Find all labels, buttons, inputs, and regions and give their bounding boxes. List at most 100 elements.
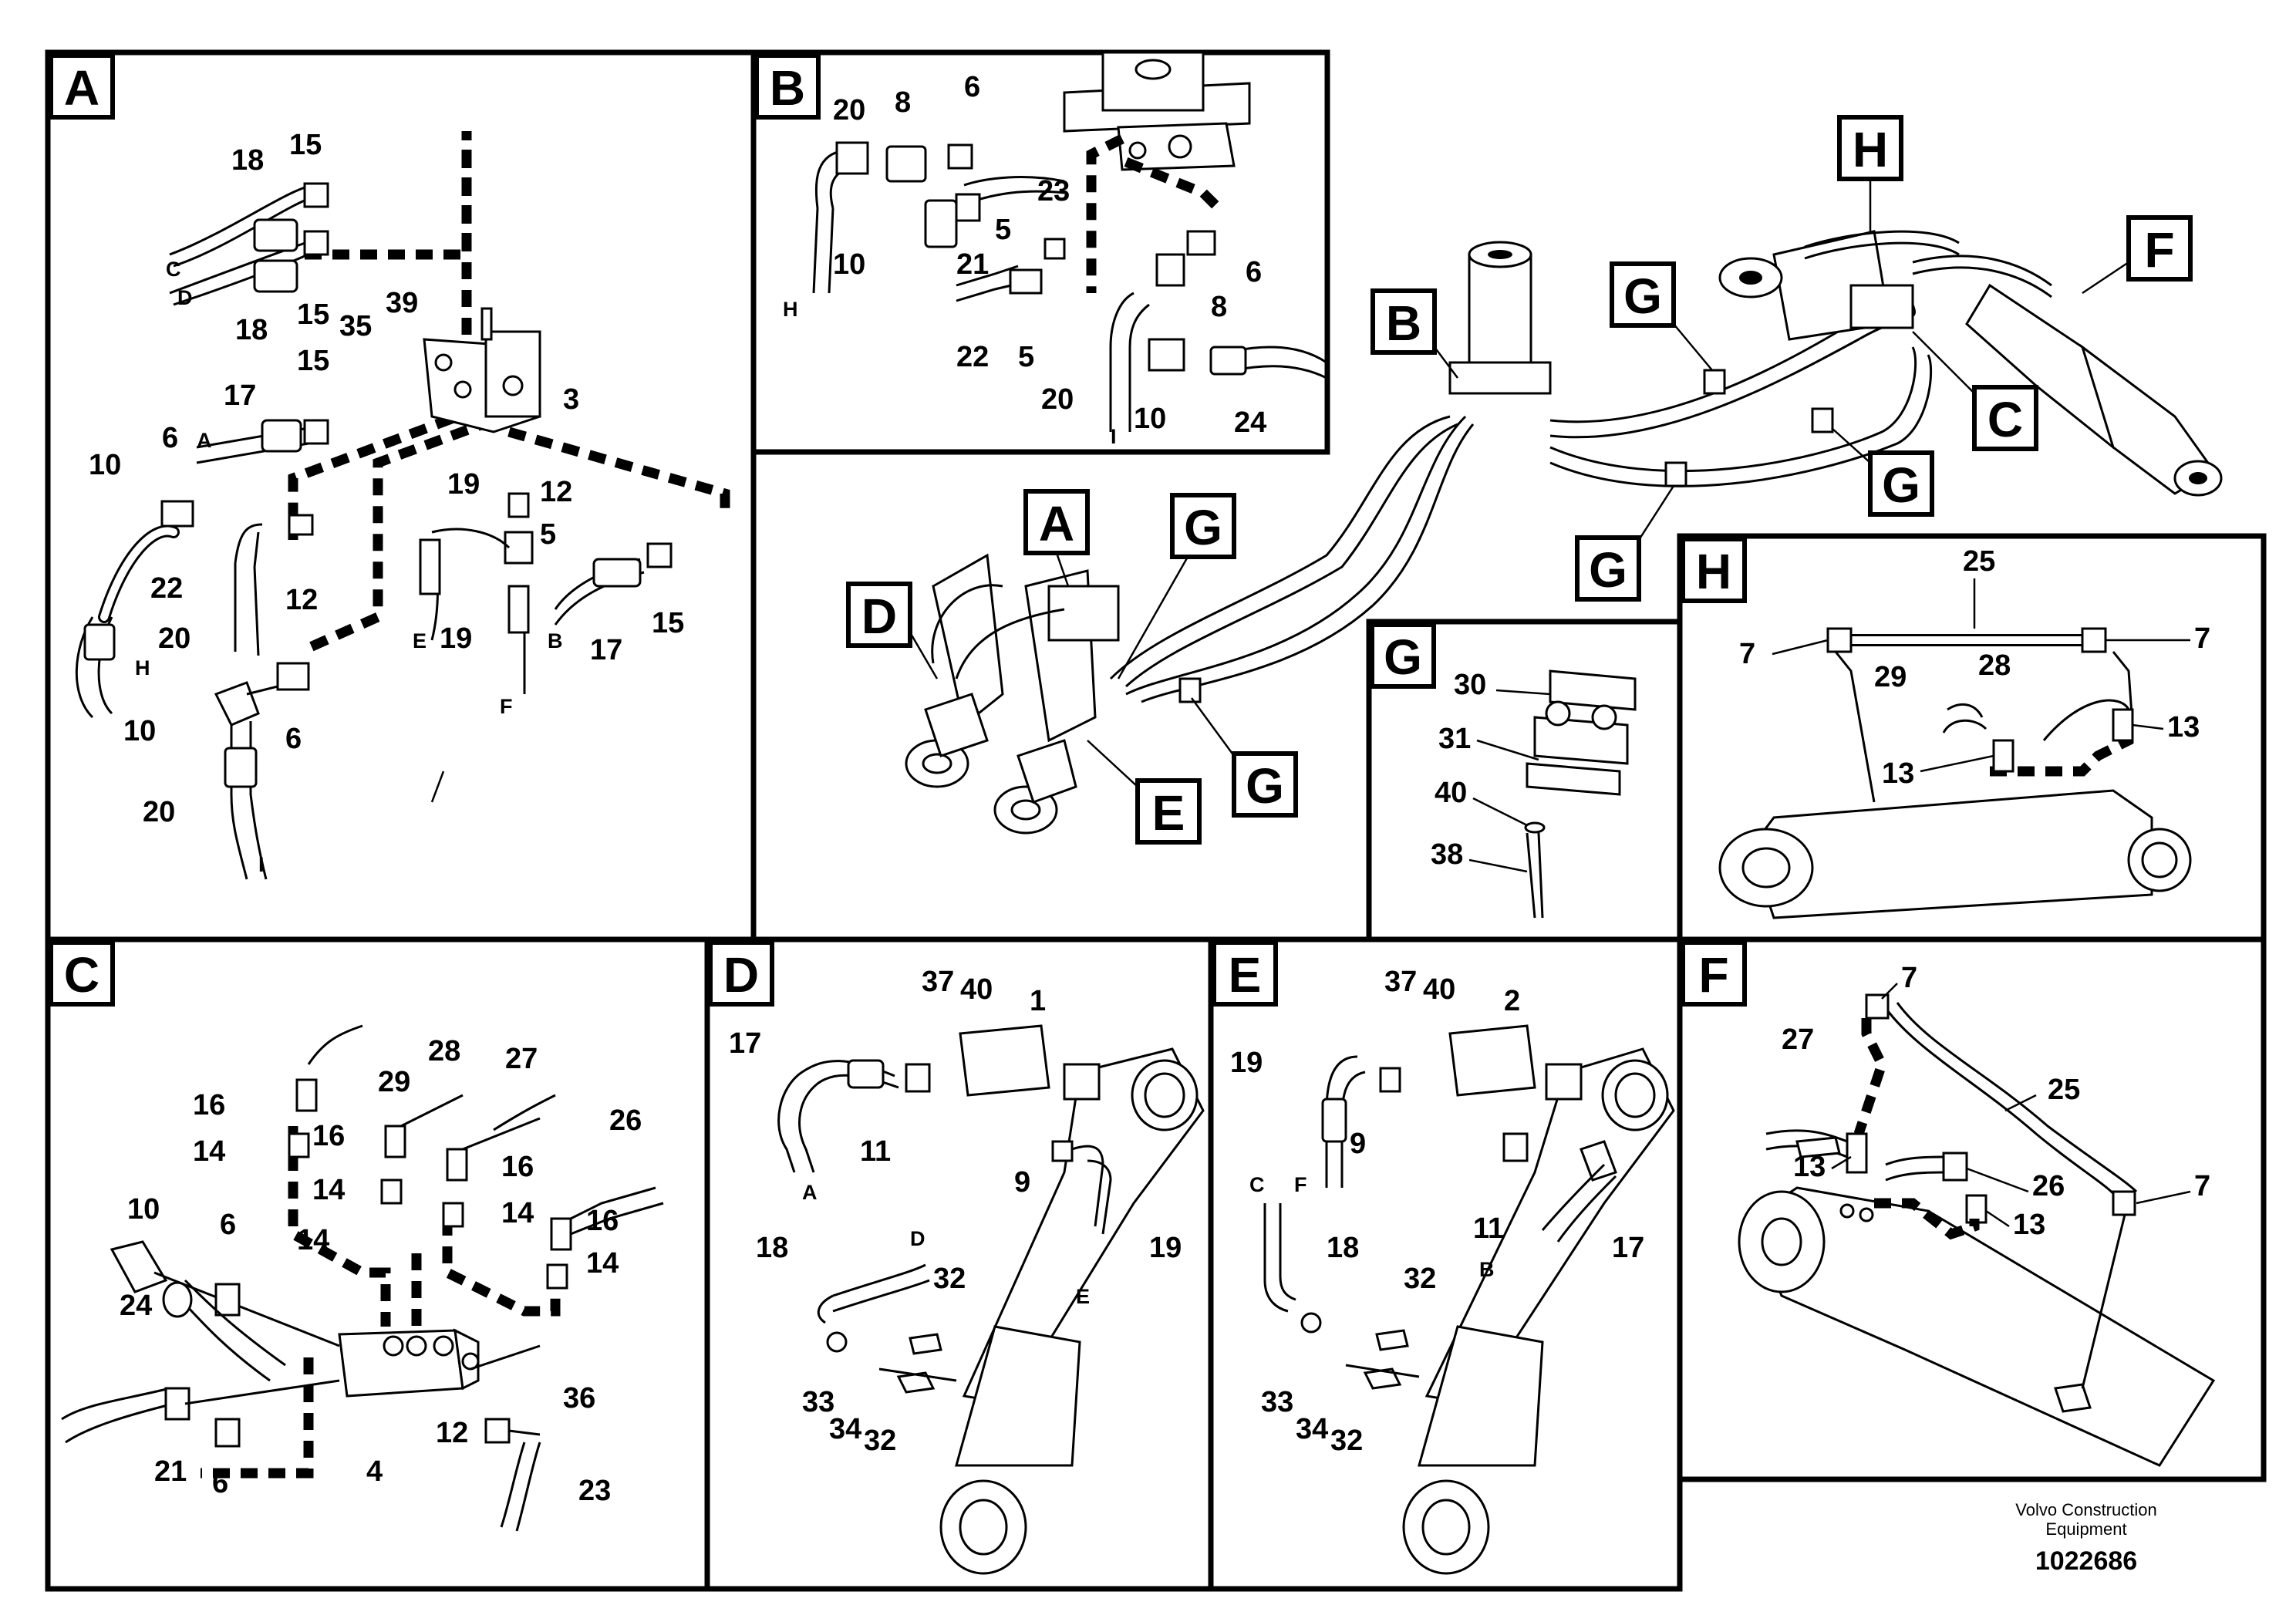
callout-number: 33 xyxy=(1261,1386,1293,1418)
callout-number: 8 xyxy=(895,86,911,119)
callout-number: 33 xyxy=(802,1386,834,1418)
section-tag-b: B xyxy=(754,53,821,120)
callout-number: 40 xyxy=(960,973,993,1006)
callout-number: 36 xyxy=(563,1382,595,1415)
footer-block: Volvo Construction Equipment 1022686 xyxy=(2015,1500,2156,1576)
callout-number: C xyxy=(166,258,181,281)
overview-tag-g-2: G xyxy=(1190,697,1298,818)
callout-number: 10 xyxy=(127,1193,160,1226)
callout-number: 6 xyxy=(220,1209,236,1241)
panel-f-drawing xyxy=(1738,993,2216,1467)
section-tag-label: C xyxy=(64,947,99,1003)
callout-number: 35 xyxy=(339,310,372,342)
callout-number: 8 xyxy=(1211,291,1227,323)
callout-number: B xyxy=(548,629,563,653)
overview-tag-label: F xyxy=(2144,222,2174,278)
callout-number: H xyxy=(135,656,150,679)
overview-tag-h: H xyxy=(1837,115,1903,231)
callout-number: 25 xyxy=(2048,1074,2080,1106)
callout-number: 16 xyxy=(586,1205,619,1237)
callout-number: 20 xyxy=(1041,383,1074,416)
panel-a-drawing xyxy=(75,131,730,880)
callout-number: 19 xyxy=(447,468,480,501)
callout-number: 19 xyxy=(1230,1047,1263,1079)
callout-number: 1 xyxy=(1030,985,1046,1017)
company-name-line-1: Volvo Construction xyxy=(2015,1500,2156,1519)
callout-number: 14 xyxy=(586,1247,619,1280)
overview-tag-g-1: G xyxy=(1117,493,1236,679)
callout-number: 17 xyxy=(1612,1232,1644,1264)
callout-number: 37 xyxy=(1384,966,1417,998)
callout-number: 9 xyxy=(1350,1128,1366,1160)
panel-h-drawing xyxy=(1718,627,2192,919)
callout-number: 13 xyxy=(2013,1209,2045,1241)
callout-number: 12 xyxy=(540,476,572,508)
overview-tag-label: D xyxy=(861,588,897,644)
callout-number: 7 xyxy=(1739,638,1755,670)
callout-number: C xyxy=(1249,1173,1265,1196)
panel-b-drawing xyxy=(812,51,1327,432)
callout-number: 19 xyxy=(440,622,472,655)
callout-number: 37 xyxy=(922,966,954,998)
callout-number: 22 xyxy=(956,341,989,373)
callout-number: 17 xyxy=(590,634,622,666)
callout-number: F xyxy=(500,695,513,718)
callout-number: 39 xyxy=(386,287,418,319)
panel-c-drawing xyxy=(61,1024,664,1532)
callout-number: 28 xyxy=(1978,649,2011,682)
callout-number: 11 xyxy=(1473,1212,1504,1245)
panel-c-callouts: 16 29 28 27 14 16 16 26 14 14 10 6 14 16… xyxy=(120,1035,642,1507)
section-tag-label: D xyxy=(723,947,759,1003)
callout-number: 26 xyxy=(2032,1170,2065,1202)
callout-number: 14 xyxy=(297,1224,329,1256)
overview-cylinder-upper xyxy=(1718,230,2223,497)
callout-number: 7 xyxy=(2194,1170,2210,1202)
overview-tag-e: E xyxy=(1087,740,1202,845)
callout-number: 20 xyxy=(158,622,190,655)
section-tag-h: H xyxy=(1681,537,1747,603)
overview-tag-label: E xyxy=(1152,785,1185,841)
panel-d-frame xyxy=(704,936,1214,1592)
callout-number: 5 xyxy=(1018,341,1034,373)
callout-number: 12 xyxy=(285,584,318,616)
panel-a-callouts: 18 15 C D 18 15 35 39 15 17 A 3 6 10 22 … xyxy=(89,129,684,876)
callout-number: 32 xyxy=(1330,1425,1363,1457)
callout-number: E xyxy=(413,629,426,653)
callout-number: 17 xyxy=(224,379,256,412)
callout-number: 24 xyxy=(120,1290,152,1322)
section-tag-label: F xyxy=(1698,947,1728,1003)
panel-e-frame xyxy=(1208,936,1683,1592)
callout-number: 11 xyxy=(860,1135,891,1168)
callout-number: A xyxy=(197,429,212,452)
callout-number: 16 xyxy=(312,1120,345,1152)
panel-f-callouts: 7 27 25 13 26 13 7 xyxy=(1782,962,2210,1241)
panel-e-callouts: 37 40 2 19 9 C F 18 11 32 B 17 33 34 32 xyxy=(1230,966,1644,1457)
overview-tag-label: A xyxy=(1039,496,1074,551)
callout-number: 14 xyxy=(312,1174,345,1206)
callout-number: 23 xyxy=(1037,175,1070,207)
section-tag-label: G xyxy=(1384,629,1422,685)
callout-number: 25 xyxy=(1963,545,1995,578)
panel-d-drawing xyxy=(777,1024,1205,1575)
panel-g-callouts: 30 31 40 38 xyxy=(1431,669,1551,873)
callout-number: 6 xyxy=(162,422,178,454)
callout-number: 22 xyxy=(150,572,183,605)
callout-number: 40 xyxy=(1423,973,1455,1006)
callout-number: 21 xyxy=(956,248,989,281)
callout-number: B xyxy=(1479,1258,1495,1281)
overview-tag-label: G xyxy=(1623,268,1662,324)
panel-e-drawing xyxy=(1263,1024,1675,1575)
overview-tag-g-3: G xyxy=(1610,261,1713,371)
callout-number: D xyxy=(910,1227,925,1250)
overview-tag-f: F xyxy=(2082,215,2193,295)
overview-tag-label: G xyxy=(1882,457,1920,513)
callout-number: 31 xyxy=(1438,723,1471,755)
overview-drawing xyxy=(905,230,2223,835)
callout-number: 15 xyxy=(289,129,322,161)
callout-number: 40 xyxy=(1435,777,1467,809)
callout-number: 17 xyxy=(729,1027,761,1060)
callout-number: I xyxy=(1111,425,1117,448)
overview-tag-label: G xyxy=(1589,542,1627,598)
overview-tag-label: H xyxy=(1853,122,1888,177)
